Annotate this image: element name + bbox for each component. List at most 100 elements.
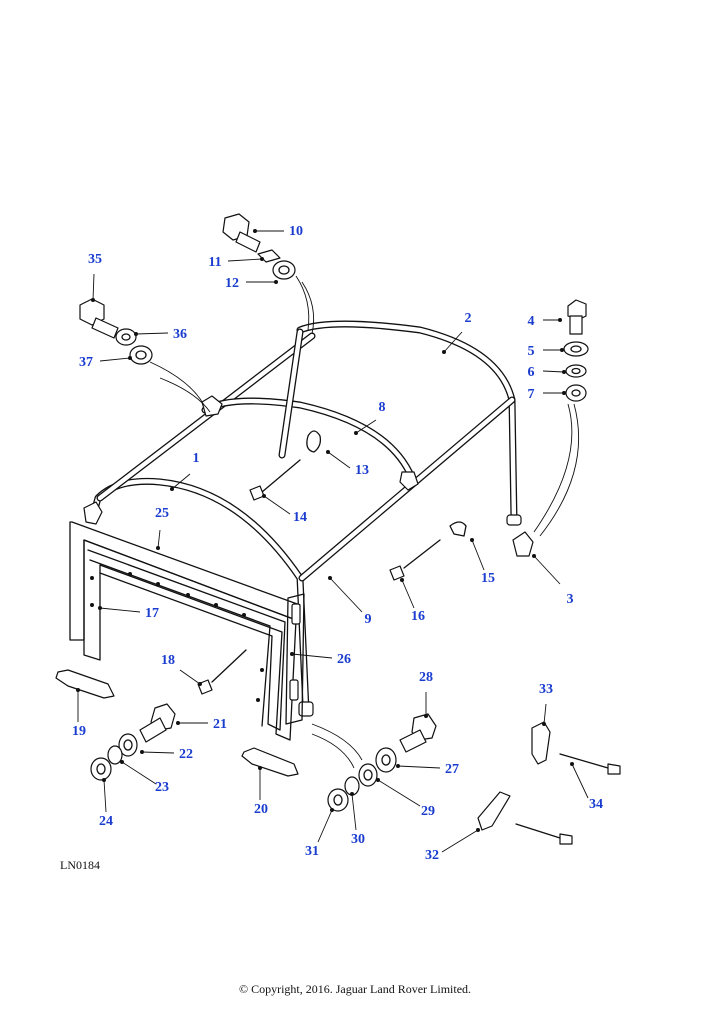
callout-number: 25 [155,506,169,521]
callout-4: 4 [528,314,562,329]
callout-number: 21 [213,717,227,732]
callout-leader [92,273,95,301]
callout-number: 7 [528,387,535,402]
callout-dot [542,722,546,726]
callout-number: 2 [465,311,472,326]
callout-leader [471,539,485,571]
callout-leader [103,779,107,813]
callout-number: 28 [419,670,433,685]
callout-14: 14 [262,494,307,525]
callout-dot [350,792,354,796]
callout-21: 21 [176,717,227,732]
callout-number: 31 [305,844,319,859]
callout-13: 13 [326,450,369,478]
callout-number: 6 [528,365,535,380]
callout-dot [376,778,380,782]
callout-31: 31 [305,808,334,859]
callout-leader [355,419,377,434]
callout-15: 15 [470,538,495,586]
callout-leader [351,793,357,831]
callout-leader [542,370,565,373]
callout-dot [562,370,566,374]
callout-number: 12 [225,276,239,291]
callout-dot [330,808,334,812]
callout-dot [424,714,428,718]
callout-number: 13 [355,463,369,478]
callout-2: 2 [442,311,472,354]
callout-number: 23 [155,780,169,795]
callout-number: 26 [337,652,351,667]
callout-27: 27 [396,762,459,777]
callout-layer: 1234567891011121314151617181920212223242… [72,224,603,863]
callout-leader [441,829,479,853]
callout-dot [354,431,358,435]
callout-3: 3 [532,554,574,607]
callout-dot [260,257,264,261]
callout-36: 36 [134,327,187,342]
callout-leader [397,765,441,769]
callout-leader [543,703,547,725]
callout-33: 33 [539,682,553,726]
callout-leader [329,577,363,613]
callout-number: 37 [79,355,93,370]
callout-dot [198,682,202,686]
callout-number: 35 [88,252,102,267]
callout-dot [156,546,160,550]
callout-dot [76,688,80,692]
callout-leader [121,761,157,785]
diagram-reference: LN0184 [60,858,100,872]
callout-leader [135,332,169,335]
front-frame-assembly [69,521,305,741]
callout-dot [91,298,95,302]
callout-dot [476,828,480,832]
callout-dot [176,721,180,725]
callout-number: 3 [567,592,574,607]
callout-leader [443,331,463,353]
callout-dot [120,760,124,764]
callout-29: 29 [376,778,435,819]
callout-dot [400,578,404,582]
callout-32: 32 [425,828,480,863]
callout-leader [377,779,421,807]
callout-number: 9 [365,612,372,627]
callout-dot [274,280,278,284]
callout-8: 8 [354,400,386,435]
callout-number: 1 [193,451,200,466]
callout-number: 5 [528,344,535,359]
callout-dot [326,450,330,454]
callout-number: 14 [293,510,307,525]
callout-number: 24 [99,814,113,829]
callout-dot [262,494,266,498]
callout-28: 28 [419,670,433,718]
callout-number: 29 [421,804,435,819]
callout-10: 10 [253,224,303,239]
callout-23: 23 [120,760,169,795]
callout-number: 11 [208,255,221,270]
fasteners [55,213,621,845]
callout-leader [327,451,351,469]
callout-number: 34 [589,797,603,812]
callout-dot [258,766,262,770]
callout-leader [171,473,191,490]
callout-number: 10 [289,224,303,239]
callout-18: 18 [161,653,202,686]
callout-number: 8 [379,400,386,415]
callout-17: 17 [98,606,159,621]
callout-dot [470,538,474,542]
callout-16: 16 [400,578,425,624]
callout-leader [317,809,333,843]
callout-number: 36 [173,327,187,342]
callout-7: 7 [528,387,566,402]
callout-leader [571,763,589,799]
callout-6: 6 [528,365,566,380]
callout-leader [99,357,131,362]
copyright-notice: © Copyright, 2016. Jaguar Land Rover Lim… [239,982,471,996]
callout-dot [98,606,102,610]
callout-number: 15 [481,571,495,586]
callout-dot [134,332,138,336]
callout-26: 26 [290,652,351,667]
callout-30: 30 [350,792,365,847]
callout-9: 9 [328,576,372,627]
callout-35: 35 [88,252,102,302]
callout-dot [560,348,564,352]
